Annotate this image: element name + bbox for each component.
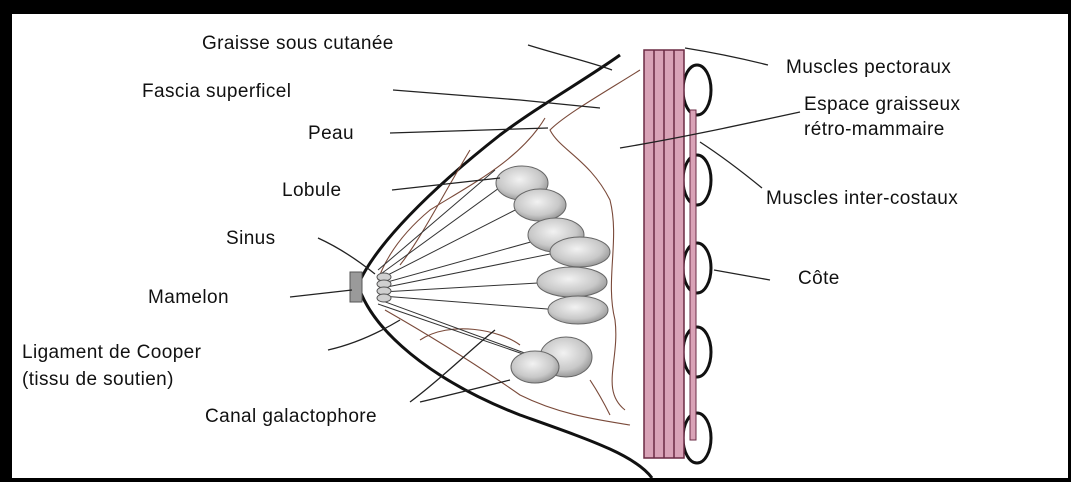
label-intercostaux: Muscles inter-costaux xyxy=(766,188,958,209)
lobule xyxy=(548,296,608,324)
lobule xyxy=(511,351,559,383)
label-canal: Canal galactophore xyxy=(205,406,377,427)
sinus xyxy=(377,294,391,302)
lobule xyxy=(514,189,566,221)
label-sinus: Sinus xyxy=(226,228,276,249)
label-espace-1: Espace graisseux xyxy=(804,94,960,115)
rib xyxy=(683,243,711,293)
rib xyxy=(683,155,711,205)
label-espace-2: rétro-mammaire xyxy=(804,119,945,140)
label-fascia: Fascia superficel xyxy=(142,81,291,102)
label-lobule: Lobule xyxy=(282,180,341,201)
label-graisse: Graisse sous cutanée xyxy=(202,33,394,54)
lobule xyxy=(537,267,607,297)
label-cooper-2: (tissu de soutien) xyxy=(22,369,174,390)
rib xyxy=(683,65,711,115)
label-mamelon: Mamelon xyxy=(148,287,229,308)
label-cote: Côte xyxy=(798,268,840,289)
label-pectoraux: Muscles pectoraux xyxy=(786,57,951,78)
rib xyxy=(683,413,711,463)
label-cooper-1: Ligament de Cooper xyxy=(22,342,202,363)
label-peau: Peau xyxy=(308,123,354,144)
rib xyxy=(683,327,711,377)
lobule xyxy=(550,237,610,267)
